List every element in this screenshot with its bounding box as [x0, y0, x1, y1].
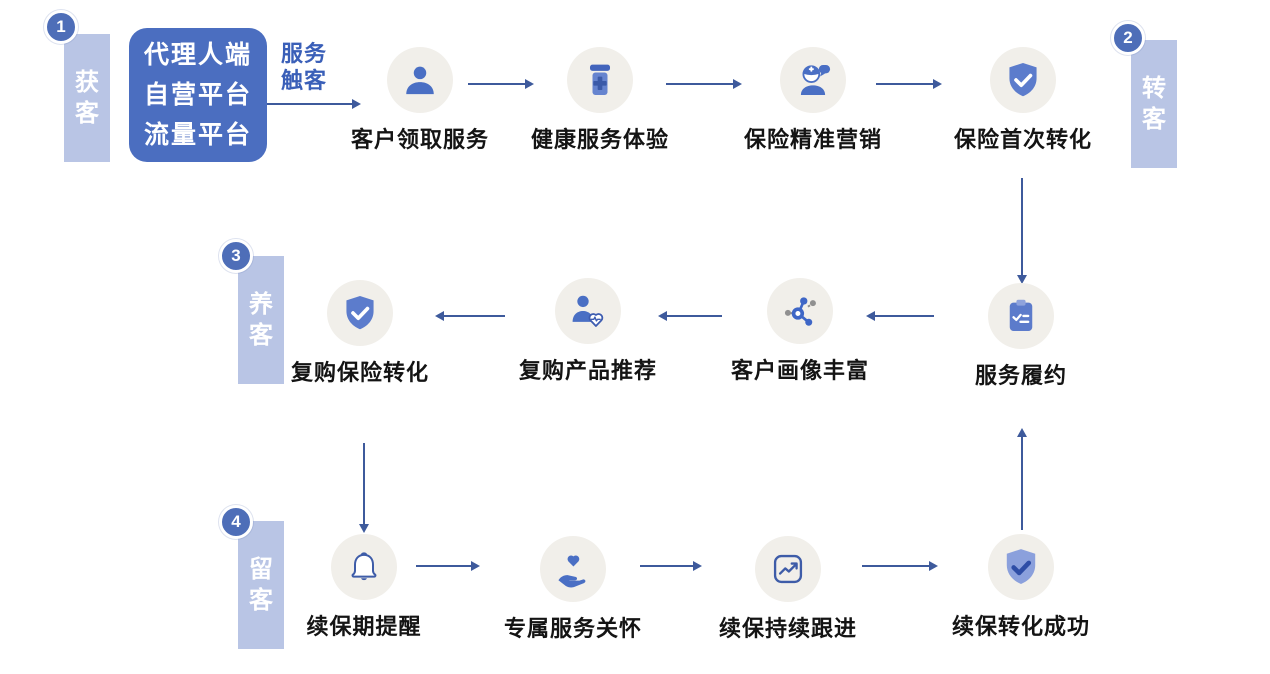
node-renewal-conversion-success: 续保转化成功: [931, 534, 1111, 641]
arrow-row2-3: [866, 311, 934, 321]
node-label: 服务履约: [974, 363, 1067, 388]
stage-2-badge: 2: [1111, 21, 1145, 55]
hand-heart-icon: [540, 536, 606, 602]
node-label: 保险精准营销: [743, 127, 882, 152]
clipboard-icon: [988, 283, 1054, 349]
arrow-source-to-row1: [266, 99, 361, 109]
node-label: 客户画像丰富: [730, 358, 869, 383]
node-customer-profile-enrichment: 客户画像丰富: [710, 278, 890, 385]
stage-3-number: 3: [231, 246, 241, 265]
node-customer-claim-service: 客户领取服务: [330, 47, 510, 154]
stage-1-number: 1: [56, 17, 66, 36]
stage-2-label: 转客: [1142, 75, 1166, 133]
arrow-repurchase-to-renewal-reminder: [359, 443, 369, 533]
node-service-fulfillment: 服务履约: [931, 283, 1111, 390]
node-label: 续保期提醒: [306, 614, 422, 639]
service-touch-caption: 服务 触客: [281, 41, 328, 93]
shield-check-icon: [990, 47, 1056, 113]
arrow-renewal-success-to-fulfillment: [1017, 428, 1027, 530]
node-label: 复购保险转化: [290, 360, 429, 385]
source-channels-box: 代理人端 自营平台 流量平台: [129, 28, 267, 162]
node-repurchase-insurance-conversion: 复购保险转化: [270, 280, 450, 387]
node-label: 续保转化成功: [951, 614, 1090, 639]
shield-check-success-icon: [988, 534, 1054, 600]
source-channel-traffic: 流量平台: [143, 121, 252, 149]
node-label: 续保持续跟进: [718, 616, 857, 641]
node-renewal-follow-up: 续保持续跟进: [698, 536, 878, 643]
node-label: 专属服务关怀: [503, 616, 642, 641]
bell-icon: [331, 534, 397, 600]
node-label: 复购产品推荐: [518, 358, 657, 383]
stage-1-label: 获客: [75, 69, 99, 127]
arrow-first-conversion-to-fulfillment: [1017, 178, 1027, 284]
stage-1-badge: 1: [44, 10, 78, 44]
arrow-row2-2: [658, 311, 722, 321]
arrow-row3-1: [416, 561, 480, 571]
node-label: 健康服务体验: [530, 127, 669, 152]
arrow-row2-1: [435, 311, 505, 321]
network-icon: [767, 278, 833, 344]
arrow-row1-3: [876, 79, 942, 89]
stage-bar-acquire: 获客: [64, 34, 110, 162]
arrow-row3-2: [640, 561, 702, 571]
stage-2-number: 2: [1123, 28, 1133, 47]
person-heart-icon: [555, 278, 621, 344]
stage-4-label: 留客: [249, 556, 273, 614]
arrow-row3-3: [862, 561, 938, 571]
source-channel-self-operated: 自营平台: [143, 81, 252, 109]
doctor-chat-icon: [780, 47, 846, 113]
node-insurance-precision-marketing: 保险精准营销: [723, 47, 903, 154]
stage-bar-retain: 留客: [238, 521, 284, 649]
node-exclusive-service-care: 专属服务关怀: [483, 536, 663, 643]
stage-bar-nurture: 养客: [238, 256, 284, 384]
stage-4-number: 4: [231, 512, 241, 531]
arrow-row1-1: [468, 79, 534, 89]
stage-4-badge: 4: [219, 505, 253, 539]
shield-check-icon: [327, 280, 393, 346]
source-channel-agent: 代理人端: [143, 41, 252, 69]
medicine-bottle-icon: [567, 47, 633, 113]
stage-bar-convert: 转客: [1131, 40, 1177, 168]
node-label: 保险首次转化: [953, 127, 1092, 152]
stage-3-label: 养客: [249, 291, 273, 349]
chart-up-icon: [755, 536, 821, 602]
node-renewal-period-reminder: 续保期提醒: [274, 534, 454, 641]
node-insurance-first-conversion: 保险首次转化: [933, 47, 1113, 154]
node-label: 客户领取服务: [350, 127, 489, 152]
node-repurchase-product-recommendation: 复购产品推荐: [498, 278, 678, 385]
stage-3-badge: 3: [219, 239, 253, 273]
arrow-row1-2: [666, 79, 742, 89]
user-icon: [387, 47, 453, 113]
node-health-service-experience: 健康服务体验: [510, 47, 690, 154]
